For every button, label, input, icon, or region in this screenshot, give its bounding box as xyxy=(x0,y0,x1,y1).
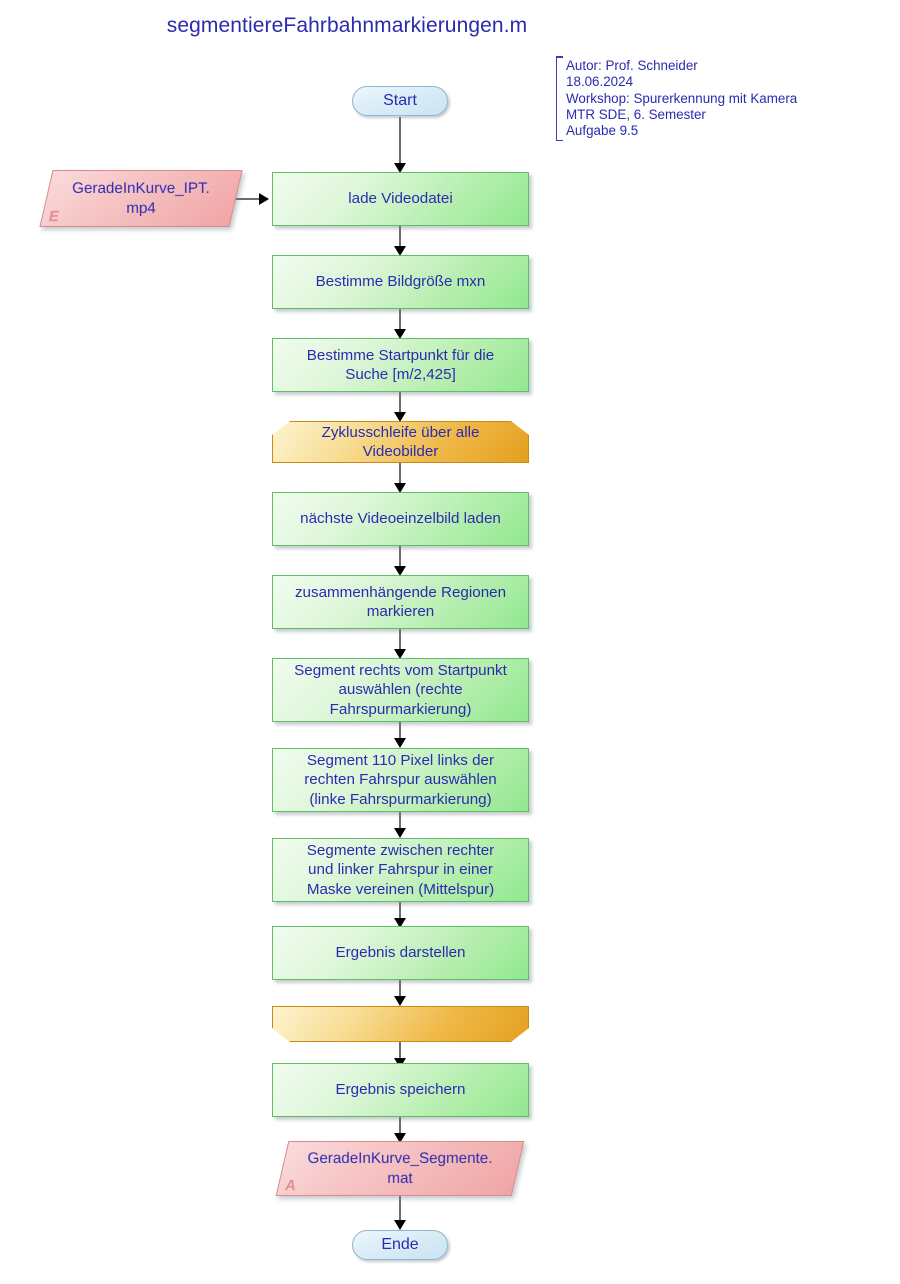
connector-p4-to-p5 xyxy=(399,546,401,573)
node-ende[interactable]: Ende xyxy=(352,1230,448,1260)
arrow-p8-to-p9 xyxy=(394,918,406,928)
page-title-text: segmentiereFahrbahnmarkierungen.m xyxy=(166,14,528,37)
arrow-p10-to-output xyxy=(394,1133,406,1143)
header-note-block: Autor: Prof. Schneider 18.06.2024 Worksh… xyxy=(556,56,798,142)
connector-p8-to-p9 xyxy=(399,902,401,924)
connector-p9-to-loopend xyxy=(399,980,401,1002)
connector-p7-to-p8 xyxy=(399,812,401,834)
connector-p1-to-p2 xyxy=(399,226,401,253)
arrow-p5-to-p6 xyxy=(394,649,406,659)
node-ergebnis-speichern-label: Ergebnis speichern xyxy=(335,1081,466,1099)
node-lade-videodatei[interactable]: lade Videodatei xyxy=(272,172,529,226)
connector-output-to-ende xyxy=(399,1196,401,1224)
note-line-task: Aufgabe 9.5 xyxy=(566,123,639,139)
connector-loopstart-to-p4 xyxy=(399,463,401,490)
node-output-file-label: GeradeInKurve_Segmente.mat xyxy=(307,1150,493,1187)
node-ergebnis-darstellen-label: Ergebnis darstellen xyxy=(335,944,466,962)
node-start[interactable]: Start xyxy=(352,86,448,116)
note-line-course: MTR SDE, 6. Semester xyxy=(566,106,706,122)
arrow-loopstart-to-p4 xyxy=(394,483,406,493)
node-bestimme-bildgroesse-label: Bestimme Bildgröße mxn xyxy=(315,273,486,291)
arrow-p6-to-p7 xyxy=(394,738,406,748)
node-input-file[interactable]: GeradeInKurve_IPT.mp4 E xyxy=(39,170,243,227)
connector-p2-to-p3 xyxy=(399,309,401,336)
node-bestimme-bildgroesse[interactable]: Bestimme Bildgröße mxn xyxy=(272,255,529,309)
connector-p10-to-output xyxy=(399,1117,401,1141)
node-ergebnis-speichern[interactable]: Ergebnis speichern xyxy=(272,1063,529,1117)
node-lade-videodatei-label: lade Videodatei xyxy=(348,190,453,208)
connector-start-to-p1 xyxy=(399,117,401,167)
node-loop-end[interactable] xyxy=(272,1006,529,1042)
arrow-start-to-p1 xyxy=(394,163,406,173)
connector-p5-to-p6 xyxy=(399,629,401,656)
arrow-p9-to-loopend xyxy=(394,996,406,1006)
node-ende-label: Ende xyxy=(381,1236,419,1254)
arrow-p7-to-p8 xyxy=(394,828,406,838)
arrow-p4-to-p5 xyxy=(394,566,406,576)
note-line-author: Autor: Prof. Schneider xyxy=(566,58,698,73)
node-output-file[interactable]: GeradeInKurve_Segmente.mat A xyxy=(275,1141,525,1196)
connector-p6-to-p7 xyxy=(399,722,401,744)
connector-loopend-to-p10 xyxy=(399,1042,401,1066)
arrow-input-to-p1 xyxy=(259,193,269,205)
arrow-p1-to-p2 xyxy=(394,246,406,256)
arrow-p2-to-p3 xyxy=(394,329,406,339)
node-naechste-videoeinzelbild[interactable]: nächste Videoeinzelbild laden xyxy=(272,492,529,546)
connector-p3-to-loopstart xyxy=(399,392,401,419)
node-naechste-videoeinzelbild-label: nächste Videoeinzelbild laden xyxy=(300,510,501,528)
note-line-workshop: Workshop: Spurerkennung mit Kamera xyxy=(566,90,798,106)
node-input-file-label: GeradeInKurve_IPT.mp4 xyxy=(72,180,210,217)
arrow-output-to-ende xyxy=(394,1220,406,1230)
note-line-date: 18.06.2024 xyxy=(566,74,634,90)
node-start-label: Start xyxy=(383,92,417,110)
page-title: segmentiereFahrbahnmarkierungen.m xyxy=(0,14,900,38)
arrow-p3-to-loopstart xyxy=(394,412,406,422)
node-ergebnis-darstellen[interactable]: Ergebnis darstellen xyxy=(272,926,529,980)
